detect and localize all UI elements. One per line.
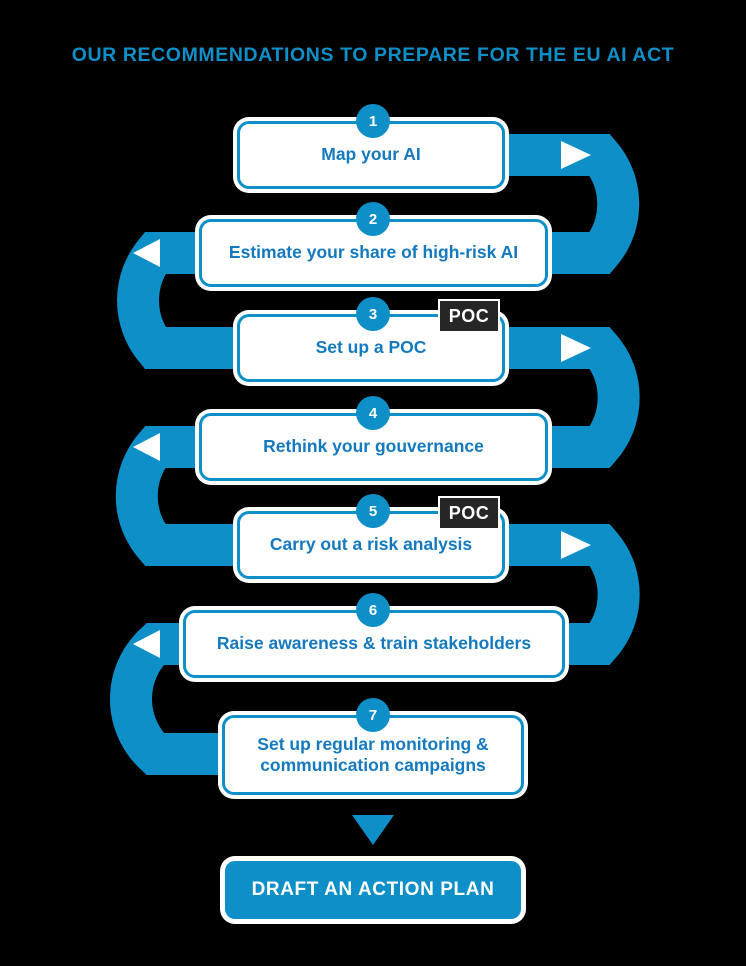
connector-3-4 <box>330 327 640 468</box>
step-label-7: Set up regular monitoring & communicatio… <box>257 733 489 775</box>
play-left-icon-2 <box>133 239 160 267</box>
step-label-1: Map your AI <box>321 144 421 165</box>
connector-6-7 <box>110 623 420 775</box>
step-label-5: Carry out a risk analysis <box>269 534 473 555</box>
step-number-badge-1: 1 <box>356 104 390 138</box>
play-right-icon-3 <box>561 334 591 362</box>
poc-tag-3: POC <box>438 299 500 333</box>
step-label-2: Estimate your share of high-risk AI <box>228 242 519 263</box>
play-right-icon-5 <box>561 531 591 559</box>
step-number-badge-2: 2 <box>356 202 390 236</box>
poc-tag-5: POC <box>438 496 500 530</box>
step-label-3: Set up a POC <box>315 337 427 358</box>
step-label-4: Rethink your gouvernance <box>263 436 484 457</box>
play-left-icon-6 <box>133 630 160 658</box>
page-title: OUR RECOMMENDATIONS TO PREPARE FOR THE E… <box>71 44 675 66</box>
play-left-icon-4 <box>133 433 160 461</box>
connector-5-6 <box>330 524 640 665</box>
step-number-badge-6: 6 <box>356 593 390 627</box>
step-number-badge-5: 5 <box>356 494 390 528</box>
draft-action-plan-button[interactable]: DRAFT AN ACTION PLAN <box>225 861 521 919</box>
step-number-badge-4: 4 <box>356 396 390 430</box>
cta-label: DRAFT AN ACTION PLAN <box>251 879 495 900</box>
triangle-down-icon <box>352 815 394 845</box>
step-label-6: Raise awareness & train stakeholders <box>216 633 532 654</box>
connector-1-2 <box>330 134 640 274</box>
ribbon-arrowheads <box>133 141 591 658</box>
step-number-badge-3: 3 <box>356 297 390 331</box>
step-number-badge-7: 7 <box>356 698 390 732</box>
play-right-icon-1 <box>561 141 591 169</box>
